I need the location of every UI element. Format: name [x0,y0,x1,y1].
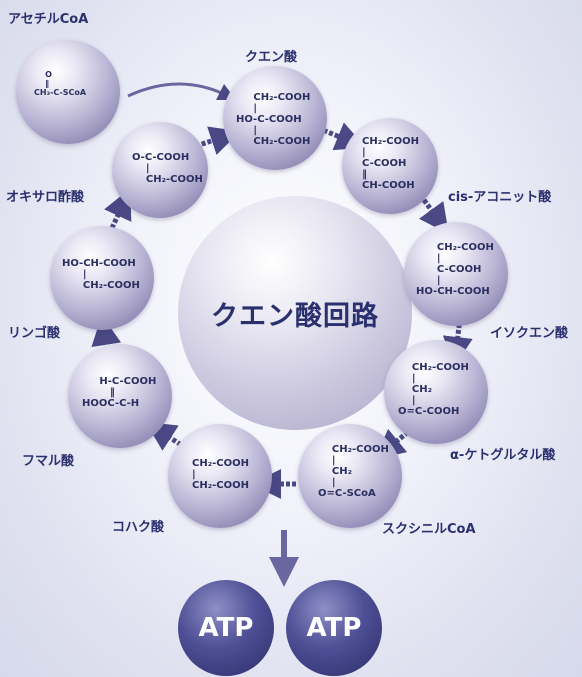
formula-cis-aconitic: CH₂-COOH | C-COOH ‖ CH-COOH [362,136,419,191]
arrow-malate-to-oxaloacetate [104,188,132,230]
formula-fumaric: H-C-COOH ‖ HOOC-C-H [82,376,157,409]
label-cis-aconitic: cis-アコニット酸 [448,190,552,205]
center-circle: クエン酸回路 [178,196,412,430]
label-succinic: コハク酸 [112,520,165,535]
molecule-isocitric [404,222,508,326]
label-citric-acid: クエン酸 [245,50,298,65]
label-oxaloacetic: オキサロ酢酸 [6,190,85,205]
label-isocitric: イソクエン酸 [490,326,569,341]
label-malic: リンゴ酸 [8,326,61,341]
formula-citric-acid: CH₂-COOH | HO-C-COOH | CH₂-COOH [236,92,311,147]
formula-oxaloacetic: O-C-COOH | CH₂-COOH [132,152,203,185]
formula-acetyl-coa: O ‖ CH₃-C-SCoA [34,70,87,97]
center-title: クエン酸回路 [211,300,379,332]
molecule-alpha-ketoglutaric [384,340,488,444]
molecule-citric-acid [223,66,327,170]
formula-succinyl-coa: CH₂-COOH | CH₂ | O=C-SCoA [318,444,389,499]
label-fumaric: フマル酸 [22,454,75,469]
arrow-acetyl-to-citrate [127,82,237,101]
atp-circle-2: ATP [286,580,382,676]
molecule-cis-aconitic [342,118,438,214]
atp-circle-1: ATP [178,580,274,676]
formula-alpha-ketoglutaric: CH₂-COOH | CH₂ | O=C-COOH [398,362,469,417]
formula-succinic: CH₂-COOH | CH₂-COOH [192,458,249,491]
atp-label-2: ATP [306,613,362,643]
label-alpha-ketoglutaric: α-ケトグルタル酸 [450,448,556,463]
formula-isocitric: CH₂-COOH | C-COOH | HO-CH-COOH [416,242,494,297]
molecule-succinic [168,424,272,528]
molecule-succinyl-coa [298,424,402,528]
molecule-malic [50,226,154,330]
formula-malic: HO-CH-COOH | CH₂-COOH [62,258,140,291]
label-succinyl-coa: スクシニルCoA [382,522,476,537]
arrow-aconitate-to-isocitrate [419,198,449,235]
label-acetyl-coa: アセチルCoA [8,12,89,27]
molecule-acetyl-coa [16,40,120,144]
molecule-fumaric [68,344,172,448]
atp-label-1: ATP [198,613,254,643]
molecule-oxaloacetic [112,122,208,218]
